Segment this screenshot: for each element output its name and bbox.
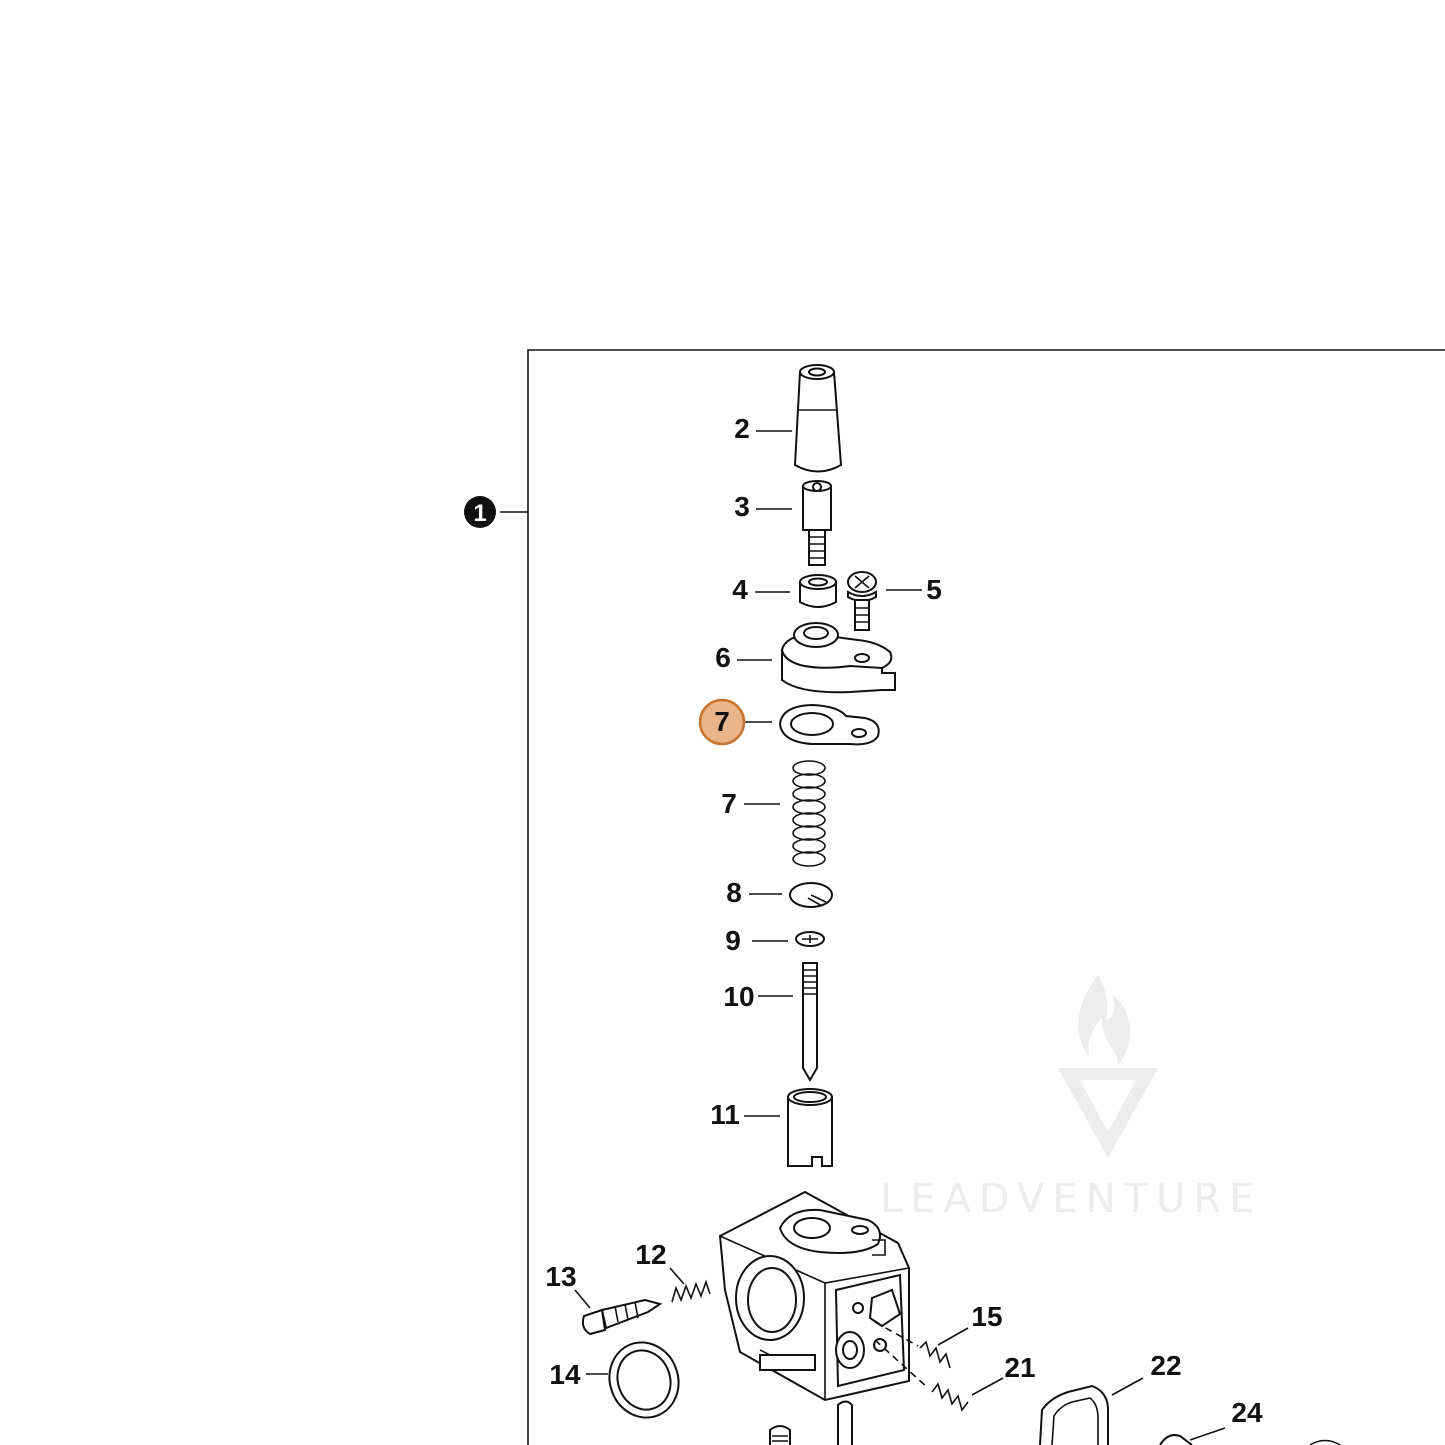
carburetor-body[interactable] bbox=[718, 1190, 910, 1402]
callout-14[interactable]: 13 bbox=[545, 1261, 576, 1292]
callout-25[interactable]: 24 bbox=[1231, 1397, 1263, 1428]
callout-2[interactable]: 2 bbox=[734, 413, 750, 444]
callout-8[interactable]: 7 bbox=[721, 788, 737, 819]
part-2-sleeve[interactable] bbox=[793, 364, 843, 473]
part-12-tube[interactable] bbox=[787, 1088, 833, 1167]
callout-4[interactable]: 4 bbox=[732, 574, 748, 605]
part-6-housing[interactable] bbox=[780, 622, 896, 694]
part-5-screw[interactable] bbox=[847, 571, 877, 631]
assembly-frame bbox=[527, 349, 1445, 1445]
lower-fittings bbox=[769, 1400, 1341, 1445]
part-22-spring[interactable] bbox=[931, 1382, 969, 1412]
part-7-gasket[interactable] bbox=[778, 703, 880, 746]
part-15-seal-ring[interactable] bbox=[599, 1333, 689, 1428]
callout-24[interactable]: 22 bbox=[1150, 1350, 1181, 1381]
part-25[interactable] bbox=[1159, 1434, 1193, 1445]
selected-callout-highlight[interactable] bbox=[698, 698, 746, 746]
callout-11[interactable]: 10 bbox=[723, 981, 754, 1012]
part-14-screw[interactable] bbox=[581, 1298, 663, 1336]
callout-13[interactable]: 12 bbox=[635, 1239, 666, 1270]
watermark-text: LEADVENTURE bbox=[880, 1176, 1262, 1222]
callout-9[interactable]: 8 bbox=[726, 877, 742, 908]
callout-10[interactable]: 9 bbox=[725, 925, 741, 956]
callout-5[interactable]: 5 bbox=[926, 574, 942, 605]
callout-12[interactable]: 11 bbox=[710, 1099, 740, 1130]
callout-21[interactable]: 15 bbox=[971, 1301, 1002, 1332]
part-13-spring[interactable] bbox=[671, 1279, 711, 1303]
part-3-adjusting-screw[interactable] bbox=[802, 480, 832, 566]
callout-3[interactable]: 3 bbox=[734, 491, 750, 522]
watermark: LEADVENTURE bbox=[880, 975, 1262, 1222]
assembly-badge-number: 1 bbox=[473, 500, 486, 527]
part-21-spring[interactable] bbox=[919, 1340, 951, 1369]
callout-6[interactable]: 6 bbox=[715, 642, 731, 673]
callout-15[interactable]: 14 bbox=[549, 1359, 581, 1390]
part-24-gasket[interactable] bbox=[1039, 1384, 1109, 1445]
part-10-clip[interactable] bbox=[795, 931, 825, 947]
callout-22[interactable]: 21 bbox=[1004, 1352, 1035, 1383]
part-11-needle[interactable] bbox=[802, 962, 818, 1082]
part-4-nut[interactable] bbox=[799, 574, 837, 608]
callout-7[interactable]: 7 bbox=[714, 706, 730, 737]
assembly-badge bbox=[464, 496, 496, 528]
flame-logo-icon bbox=[1058, 975, 1158, 1158]
part-9-washer[interactable] bbox=[789, 882, 833, 908]
part-8-spring[interactable] bbox=[792, 760, 826, 867]
